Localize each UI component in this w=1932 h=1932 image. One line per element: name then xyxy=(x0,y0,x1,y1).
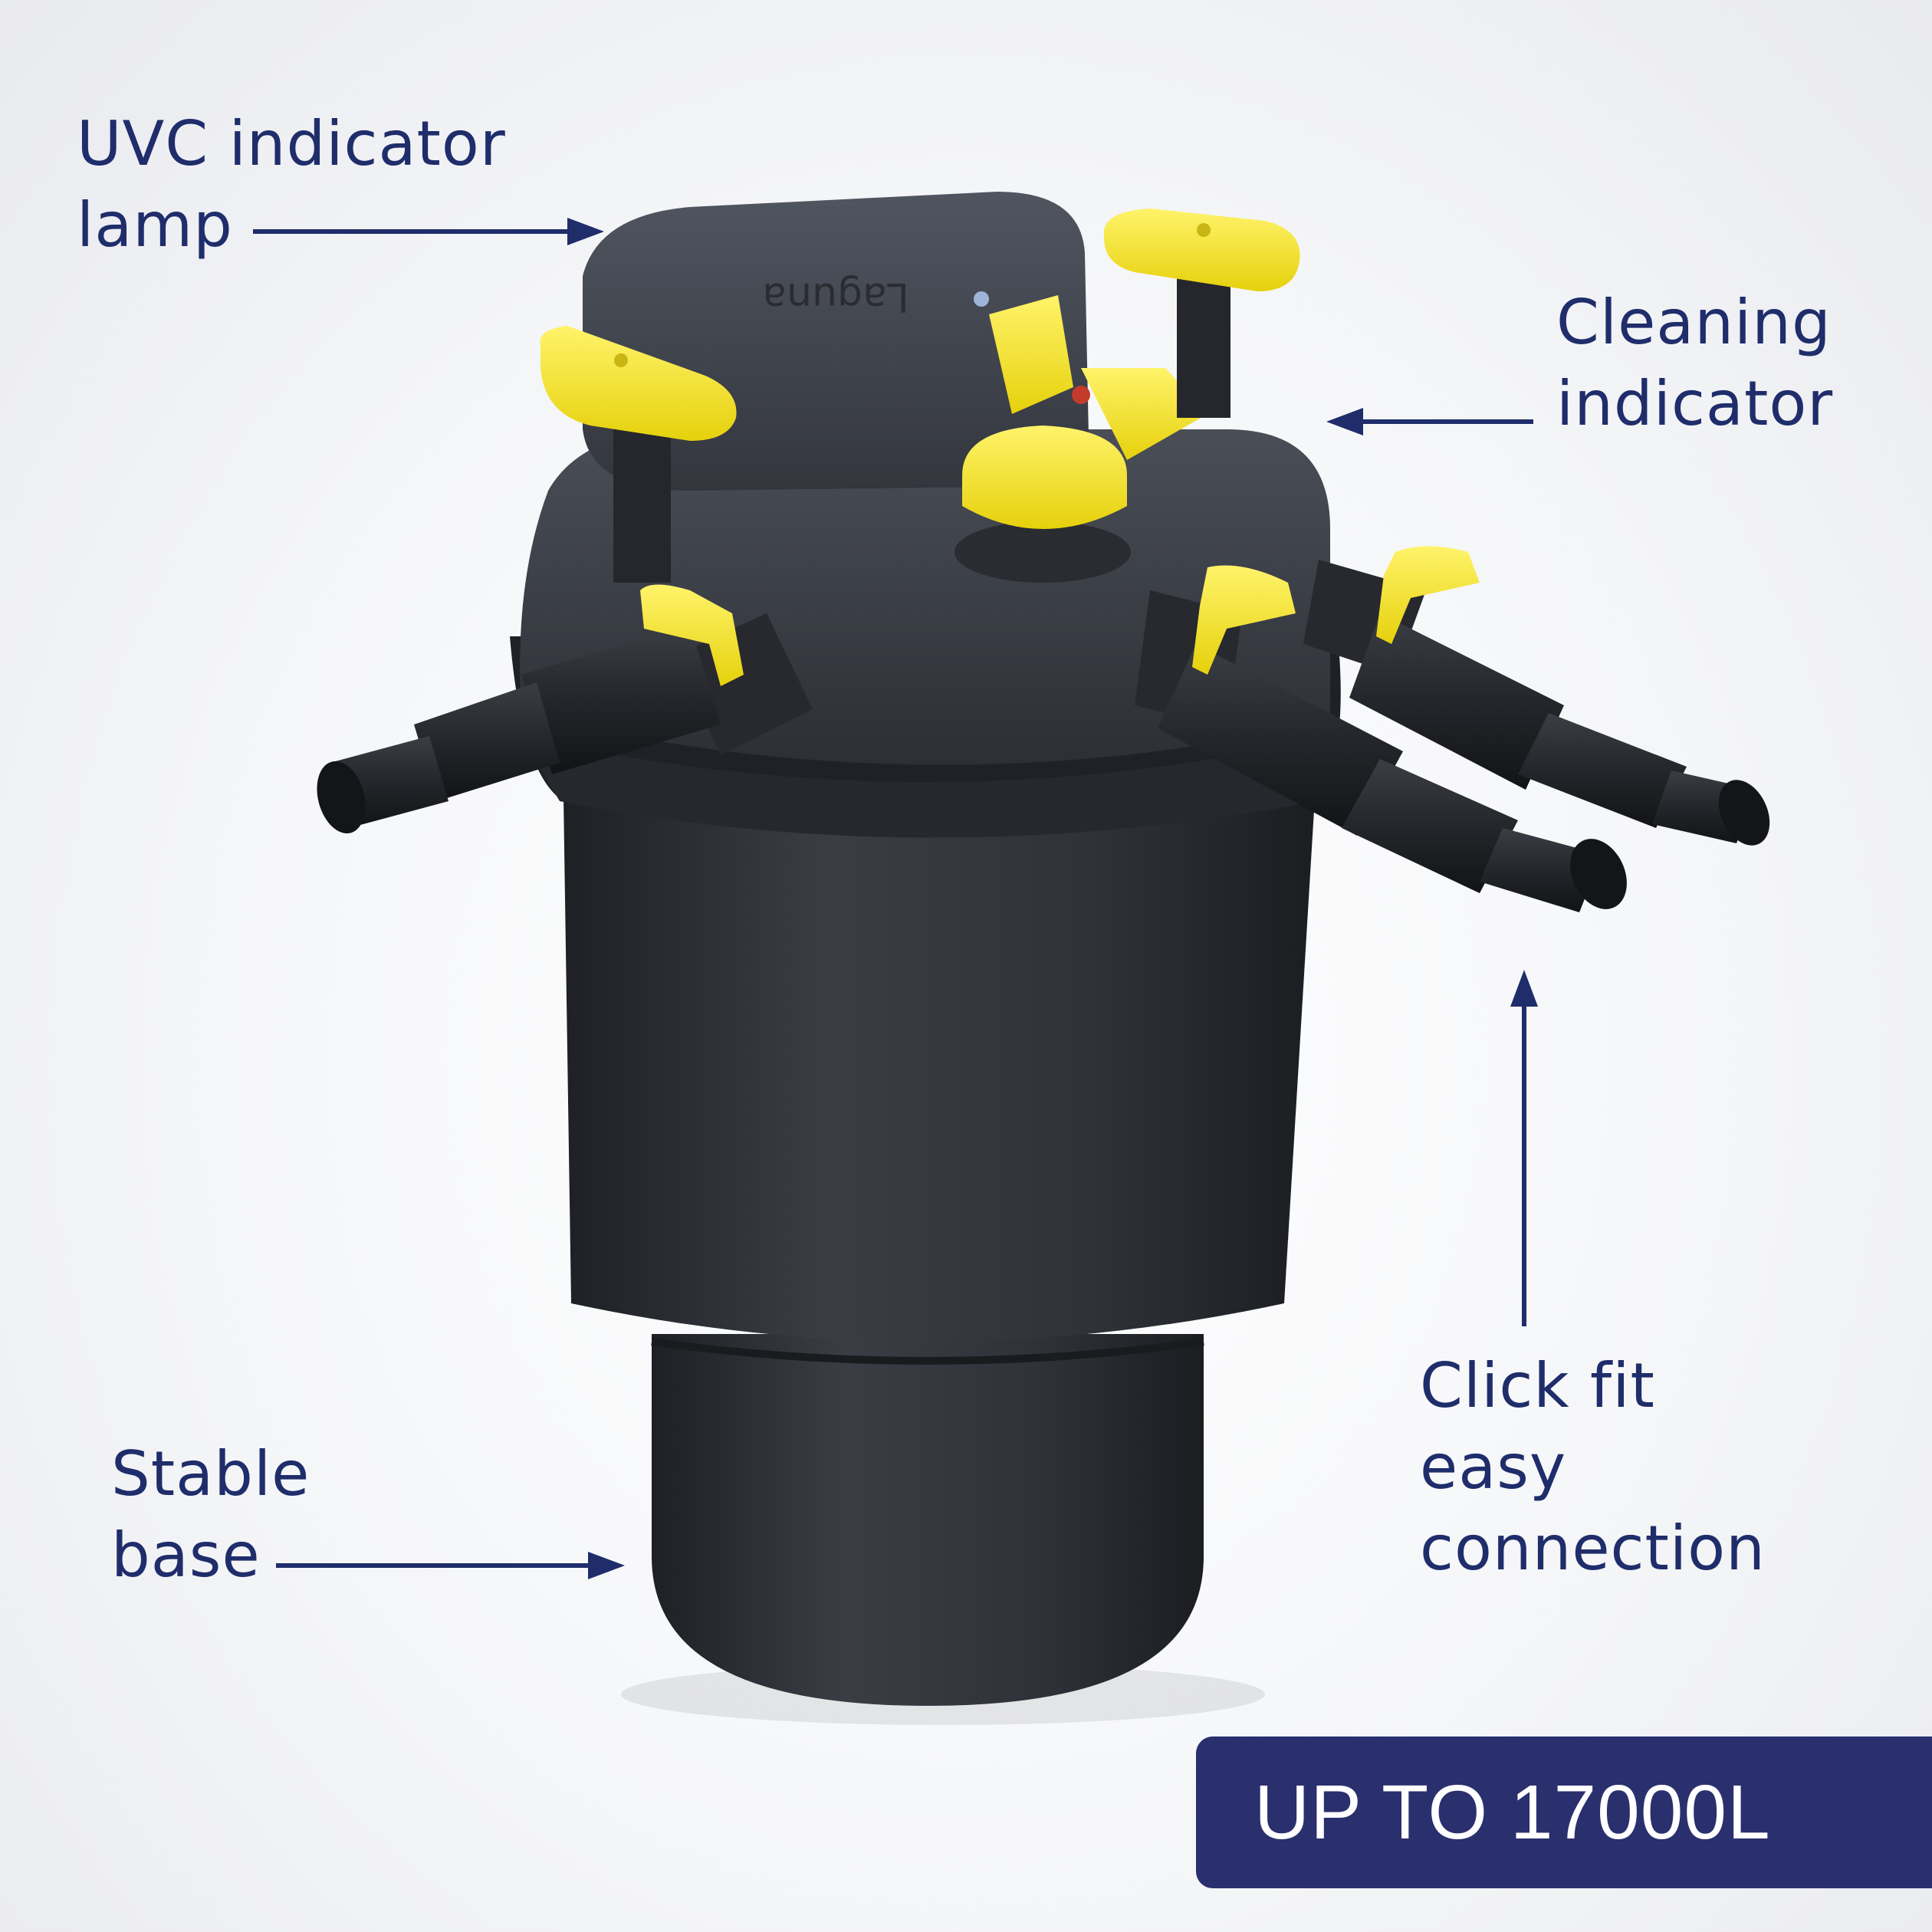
clickfit-label-line3: connection xyxy=(1420,1513,1766,1584)
capacity-badge-text: UP TO 17000L xyxy=(1254,1769,1771,1855)
uvc-label-line1: UVC indicator xyxy=(77,108,506,179)
cleaning-label-line1: Cleaning xyxy=(1556,287,1832,358)
right-valve-handle xyxy=(1104,209,1300,291)
stable-base-label: Stable base xyxy=(111,1434,310,1596)
base-label-line1: Stable xyxy=(111,1438,310,1510)
right-hose-connector xyxy=(1303,546,1770,846)
clickfit-label-line2: easy xyxy=(1420,1431,1567,1503)
uvc-indicator-label: UVC indicator lamp xyxy=(77,104,506,266)
cleaning-indicator-label: Cleaning indicator xyxy=(1556,282,1833,445)
uvc-label-line2: lamp xyxy=(77,189,233,261)
right-click-clip xyxy=(1376,546,1480,644)
click-fit-label: Click fit easy connection xyxy=(1420,1346,1766,1589)
cleaning-indicator xyxy=(1072,386,1090,404)
clickfit-label-line1: Click fit xyxy=(1420,1350,1655,1421)
middle-click-clip xyxy=(1192,565,1296,675)
base-label-line2: base xyxy=(111,1520,261,1591)
cleaning-label-line2: indicator xyxy=(1556,368,1834,439)
middle-hose-connector xyxy=(1135,565,1627,912)
left-valve-handle xyxy=(540,326,737,441)
svg-text:Laguna: Laguna xyxy=(762,274,909,320)
uvc-indicator-lamp xyxy=(974,291,989,307)
left-hose-connector xyxy=(317,584,813,834)
capacity-badge: UP TO 17000L xyxy=(1196,1737,1932,1888)
filter-body xyxy=(564,797,1315,1342)
left-click-clip xyxy=(640,584,744,686)
stable-base-part xyxy=(652,1334,1204,1706)
cleaning-handle xyxy=(962,426,1127,529)
